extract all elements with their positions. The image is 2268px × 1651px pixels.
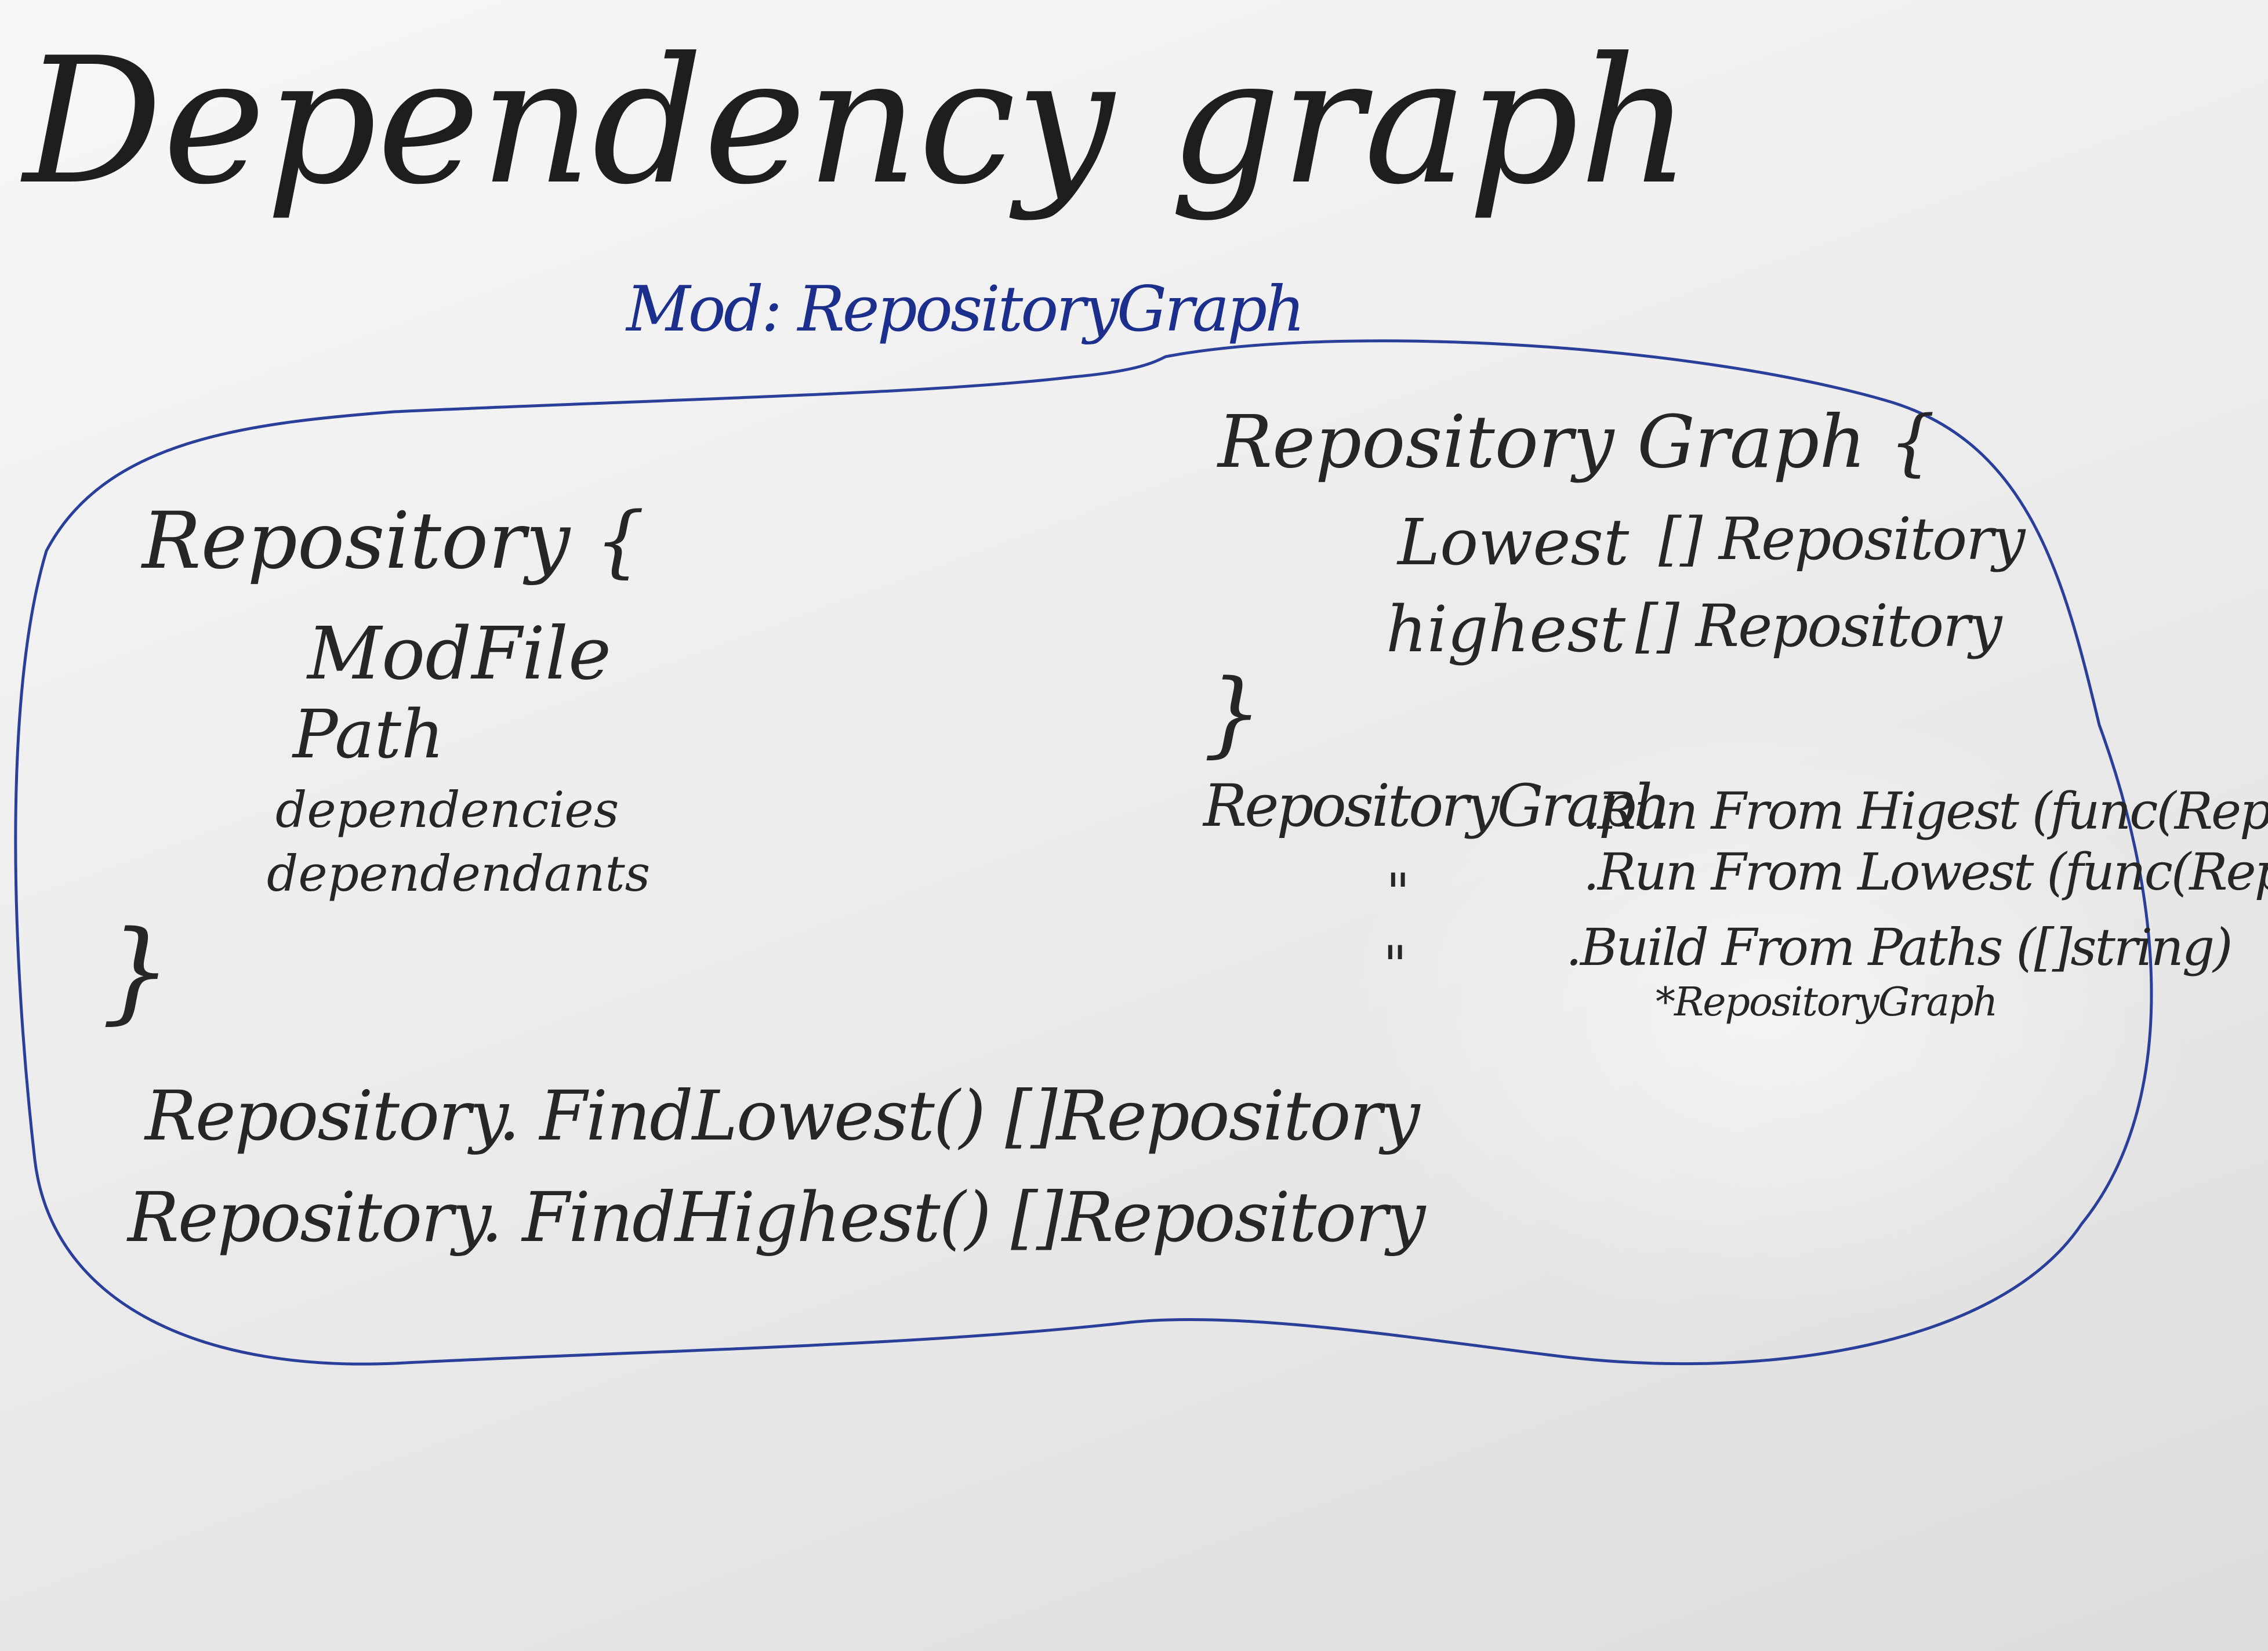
repository-struct-close: } xyxy=(101,907,172,1035)
graph-struct-header: Repository Graph { xyxy=(1218,400,1935,484)
graph-method-return-type: *RepositoryGraph xyxy=(1656,979,1998,1025)
light-glare xyxy=(1334,696,2204,1334)
repository-field-dependencies: dependencies xyxy=(275,782,619,839)
graph-method-run-from-lowest: .Run From Lowest (func(Rep)) xyxy=(1583,842,2268,902)
module-label: Mod: RepositoryGraph xyxy=(626,273,1305,346)
repository-struct-header: Repository { xyxy=(142,495,645,586)
repository-field-dependendants: dependendants xyxy=(267,846,651,903)
repository-field-modfile: ModFile xyxy=(307,612,611,696)
graph-field-lowest-name: Lowest xyxy=(1398,505,1630,579)
repository-field-path: Path xyxy=(293,696,445,774)
graph-struct-close: } xyxy=(1203,659,1262,767)
graph-method-receiver: RepositoryGraph xyxy=(1203,772,1671,840)
graph-field-highest-type: [] Repository xyxy=(1635,592,2002,660)
graph-method-build-from-paths: .Build From Paths ([]string) xyxy=(1566,917,2233,977)
ditto-mark-2: " xyxy=(1383,935,1407,996)
graph-field-lowest-type: [] Repository xyxy=(1659,505,2025,573)
graph-field-highest-name: highest xyxy=(1386,592,1626,666)
board-title: Dependency graph xyxy=(23,20,1692,223)
ditto-mark-1: " xyxy=(1386,862,1410,923)
repository-method-find-highest: Repository. FindHighest() []Repository xyxy=(128,1177,1425,1257)
repository-method-find-lowest: Repository. FindLowest() []Repository xyxy=(145,1076,1420,1156)
graph-method-run-from-highest: .Run From Higest (func(Rep)) xyxy=(1583,781,2268,841)
